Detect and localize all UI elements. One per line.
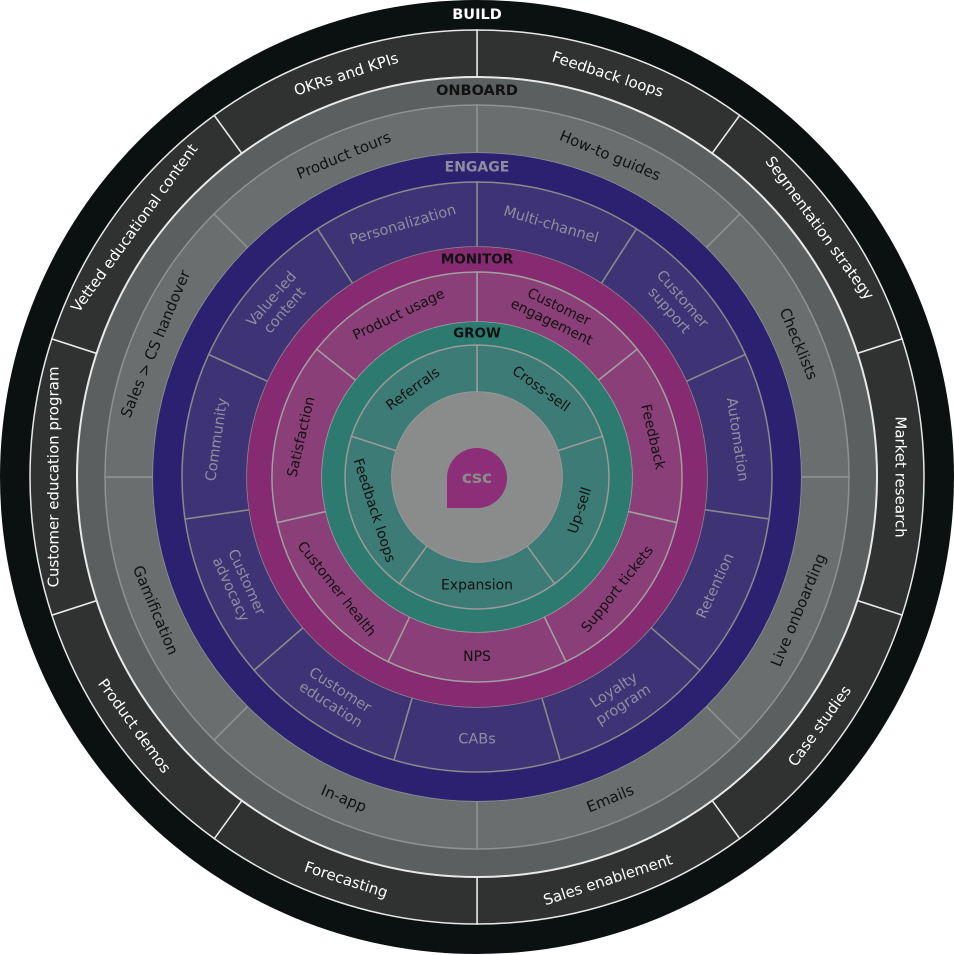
build-ring-title: BUILD [452,7,502,23]
segment-product-usage[interactable] [315,271,478,382]
monitor-ring-title: MONITOR [441,252,514,268]
segment-label: Expansion [441,578,513,594]
grow-ring-title: GROW [453,326,501,342]
logo-text: csc [462,468,492,488]
segment-shape [315,271,478,382]
segment-shape [212,104,478,249]
segment-product-tours[interactable] [212,104,478,249]
onboard-ring-title: ONBOARD [436,83,518,99]
segment-label: NPS [463,649,491,665]
segment-label: Customer education program [45,367,63,588]
ring-divider [76,76,878,878]
segment-label: CABs [458,732,496,748]
engage-ring-title: ENGAGE [445,160,510,176]
csc-logo: csc [447,448,507,508]
logo-speech-bubble-icon [447,448,507,508]
segment-label: Market research [892,416,910,537]
